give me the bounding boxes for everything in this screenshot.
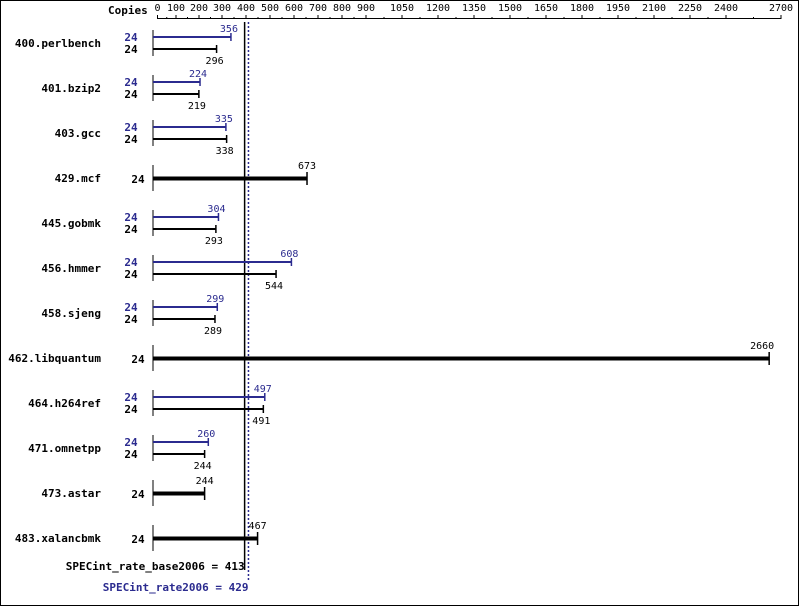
x-tick-label: 100	[167, 3, 185, 14]
bar-peak-value: 224	[189, 69, 207, 80]
benchmark-name: 445.gobmk	[41, 217, 101, 230]
x-tick-label: 800	[333, 3, 351, 14]
bar-peak-value: 497	[254, 384, 272, 395]
bar-base-value: 219	[188, 101, 206, 112]
peak-summary-label: SPECint_rate2006 = 429	[103, 581, 249, 594]
x-axis: 0 100 200 300 400 500 600 700 800 900 1050 1200 1350…	[155, 3, 793, 19]
bar-base-value: 338	[216, 146, 234, 157]
bar-single	[153, 176, 308, 181]
bar-peak-value: 260	[197, 429, 215, 440]
x-tick-label: 0	[155, 3, 161, 14]
x-tick-label: 2700	[769, 3, 793, 14]
x-tick-label: 300	[213, 3, 231, 14]
benchmark-row: 483.xalancbmk 24 467	[15, 521, 267, 551]
x-tick-label: 2250	[678, 3, 702, 14]
copies-value: 24	[131, 488, 145, 501]
peak-copies-value: 24	[124, 211, 138, 224]
copies-value: 24	[131, 173, 145, 186]
bar-peak-value: 335	[215, 114, 233, 125]
benchmark-name: 403.gcc	[55, 127, 101, 140]
bar-single	[153, 491, 205, 496]
benchmark-name: 473.astar	[41, 487, 101, 500]
x-tick-label: 1050	[390, 3, 414, 14]
bar-base-value: 491	[252, 416, 270, 427]
base-summary-label: SPECint_rate_base2006 = 413	[66, 560, 245, 573]
peak-copies-value: 24	[124, 391, 138, 404]
x-tick-label: 1650	[534, 3, 558, 14]
copies-value: 24	[131, 533, 145, 546]
benchmark-row: 462.libquantum 24 2660	[8, 341, 774, 371]
peak-copies-value: 24	[124, 256, 138, 269]
bar-base-value: 296	[206, 56, 224, 67]
x-tick-label: 1500	[498, 3, 522, 14]
x-tick-label: 900	[357, 3, 375, 14]
bar-single	[153, 536, 258, 541]
base-copies-value: 24	[124, 223, 138, 236]
bar-base-value: 544	[265, 281, 283, 292]
bar-single-value: 244	[196, 476, 214, 487]
base-copies-value: 24	[124, 133, 138, 146]
peak-copies-value: 24	[124, 121, 138, 134]
benchmark-name: 462.libquantum	[8, 352, 101, 365]
benchmark-name: 456.hmmer	[41, 262, 101, 275]
bar-single-value: 673	[298, 161, 316, 172]
copies-header: Copies	[108, 4, 148, 17]
base-copies-value: 24	[124, 88, 138, 101]
bar-peak-value: 299	[206, 294, 224, 305]
base-copies-value: 24	[124, 43, 138, 56]
benchmark-name: 471.omnetpp	[28, 442, 101, 455]
x-tick-label: 2400	[714, 3, 738, 14]
x-tick-label: 1800	[570, 3, 594, 14]
reference-lines: SPECint_rate_base2006 = 413SPECint_rate2…	[66, 22, 250, 594]
base-copies-value: 24	[124, 313, 138, 326]
bar-single-value: 467	[249, 521, 267, 532]
base-copies-value: 24	[124, 403, 138, 416]
x-tick-label: 400	[237, 3, 255, 14]
bar-base-value: 293	[205, 236, 223, 247]
x-tick-label: 2100	[642, 3, 666, 14]
bar-base-value: 244	[194, 461, 212, 472]
x-tick-label: 500	[261, 3, 279, 14]
benchmark-name: 464.h264ref	[28, 397, 101, 410]
x-tick-label: 1950	[606, 3, 630, 14]
benchmark-row: 429.mcf 24 673	[55, 161, 316, 191]
base-copies-value: 24	[124, 268, 138, 281]
bar-single	[153, 356, 770, 361]
benchmark-name: 429.mcf	[55, 172, 101, 185]
bar-base-value: 289	[204, 326, 222, 337]
peak-copies-value: 24	[124, 301, 138, 314]
x-tick-label: 1350	[462, 3, 486, 14]
bar-peak-value: 608	[280, 249, 298, 260]
x-tick-label: 600	[285, 3, 303, 14]
benchmark-row: 473.astar 24 244	[41, 476, 214, 506]
x-tick-label: 700	[309, 3, 327, 14]
bar-single-value: 2660	[750, 341, 774, 352]
peak-copies-value: 24	[124, 436, 138, 449]
benchmark-name: 458.sjeng	[41, 307, 101, 320]
benchmark-name: 401.bzip2	[41, 82, 101, 95]
bar-peak-value: 304	[207, 204, 225, 215]
benchmark-name: 483.xalancbmk	[15, 532, 101, 545]
peak-copies-value: 24	[124, 76, 138, 89]
bar-peak-value: 356	[220, 24, 238, 35]
x-tick-label: 200	[190, 3, 208, 14]
copies-value: 24	[131, 353, 145, 366]
benchmark-name: 400.perlbench	[15, 37, 101, 50]
base-copies-value: 24	[124, 448, 138, 461]
peak-copies-value: 24	[124, 31, 138, 44]
x-tick-label: 1200	[426, 3, 450, 14]
